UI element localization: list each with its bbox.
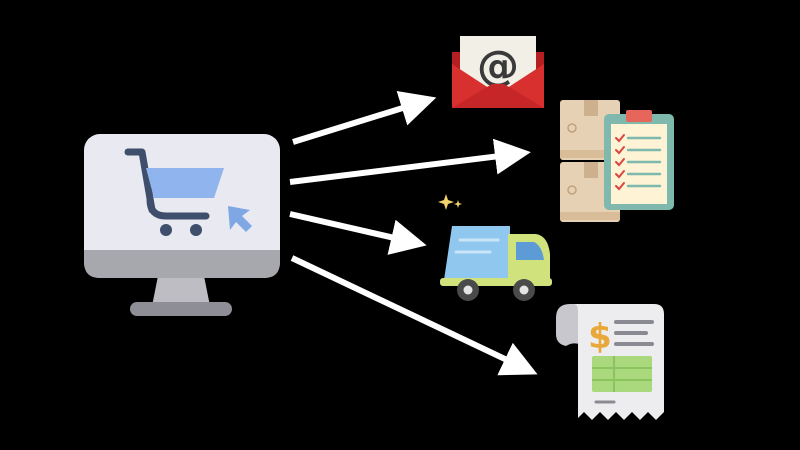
cursor-icon [228, 206, 252, 232]
at-sign-icon: @ [477, 41, 519, 90]
cart-basket [146, 168, 224, 198]
arrow-to-inventory [289, 138, 531, 185]
monitor-stand [152, 276, 210, 306]
check-icon [615, 182, 625, 191]
arrow-to-shipping [289, 211, 427, 255]
check-icon [615, 158, 625, 167]
truck-window [516, 242, 544, 260]
clipboard-clip [626, 110, 652, 122]
box-band [560, 150, 620, 158]
truck-wheel-hub [519, 285, 529, 295]
cart-frame [146, 196, 210, 220]
delivery-truck-icon [438, 194, 552, 301]
dollar-sign-icon: $ [588, 317, 612, 357]
arrows [289, 91, 538, 376]
monitor-base [130, 302, 232, 316]
box-mark [567, 185, 577, 195]
cart-wheel [190, 224, 202, 236]
box-band [560, 212, 620, 220]
boxes-checklist-icon [560, 100, 674, 222]
arrow-to-email [292, 91, 437, 145]
sparkle-icon [438, 194, 454, 210]
envelope-fold [452, 84, 544, 108]
check-icon [615, 134, 625, 143]
truck-wheel-hub [463, 285, 473, 295]
monitor-bezel [84, 250, 280, 278]
ecommerce-computer-cart-icon [84, 134, 280, 316]
checklist-rows [615, 134, 662, 191]
check-icon [615, 170, 625, 179]
box-tape [584, 100, 598, 116]
truck-bumper [440, 278, 552, 286]
email-envelope-icon: @ [452, 36, 544, 108]
check-icon [615, 146, 625, 155]
box-tape [584, 162, 598, 178]
cart-handle [124, 148, 156, 214]
receipt-invoice-icon: $ [556, 304, 664, 420]
cart-wheel [160, 224, 172, 236]
receipt-table [592, 356, 652, 392]
sparkle-icon [454, 200, 462, 208]
monitor-frame [84, 134, 280, 278]
arrow-to-invoice [290, 255, 538, 376]
box-mark [567, 123, 577, 133]
